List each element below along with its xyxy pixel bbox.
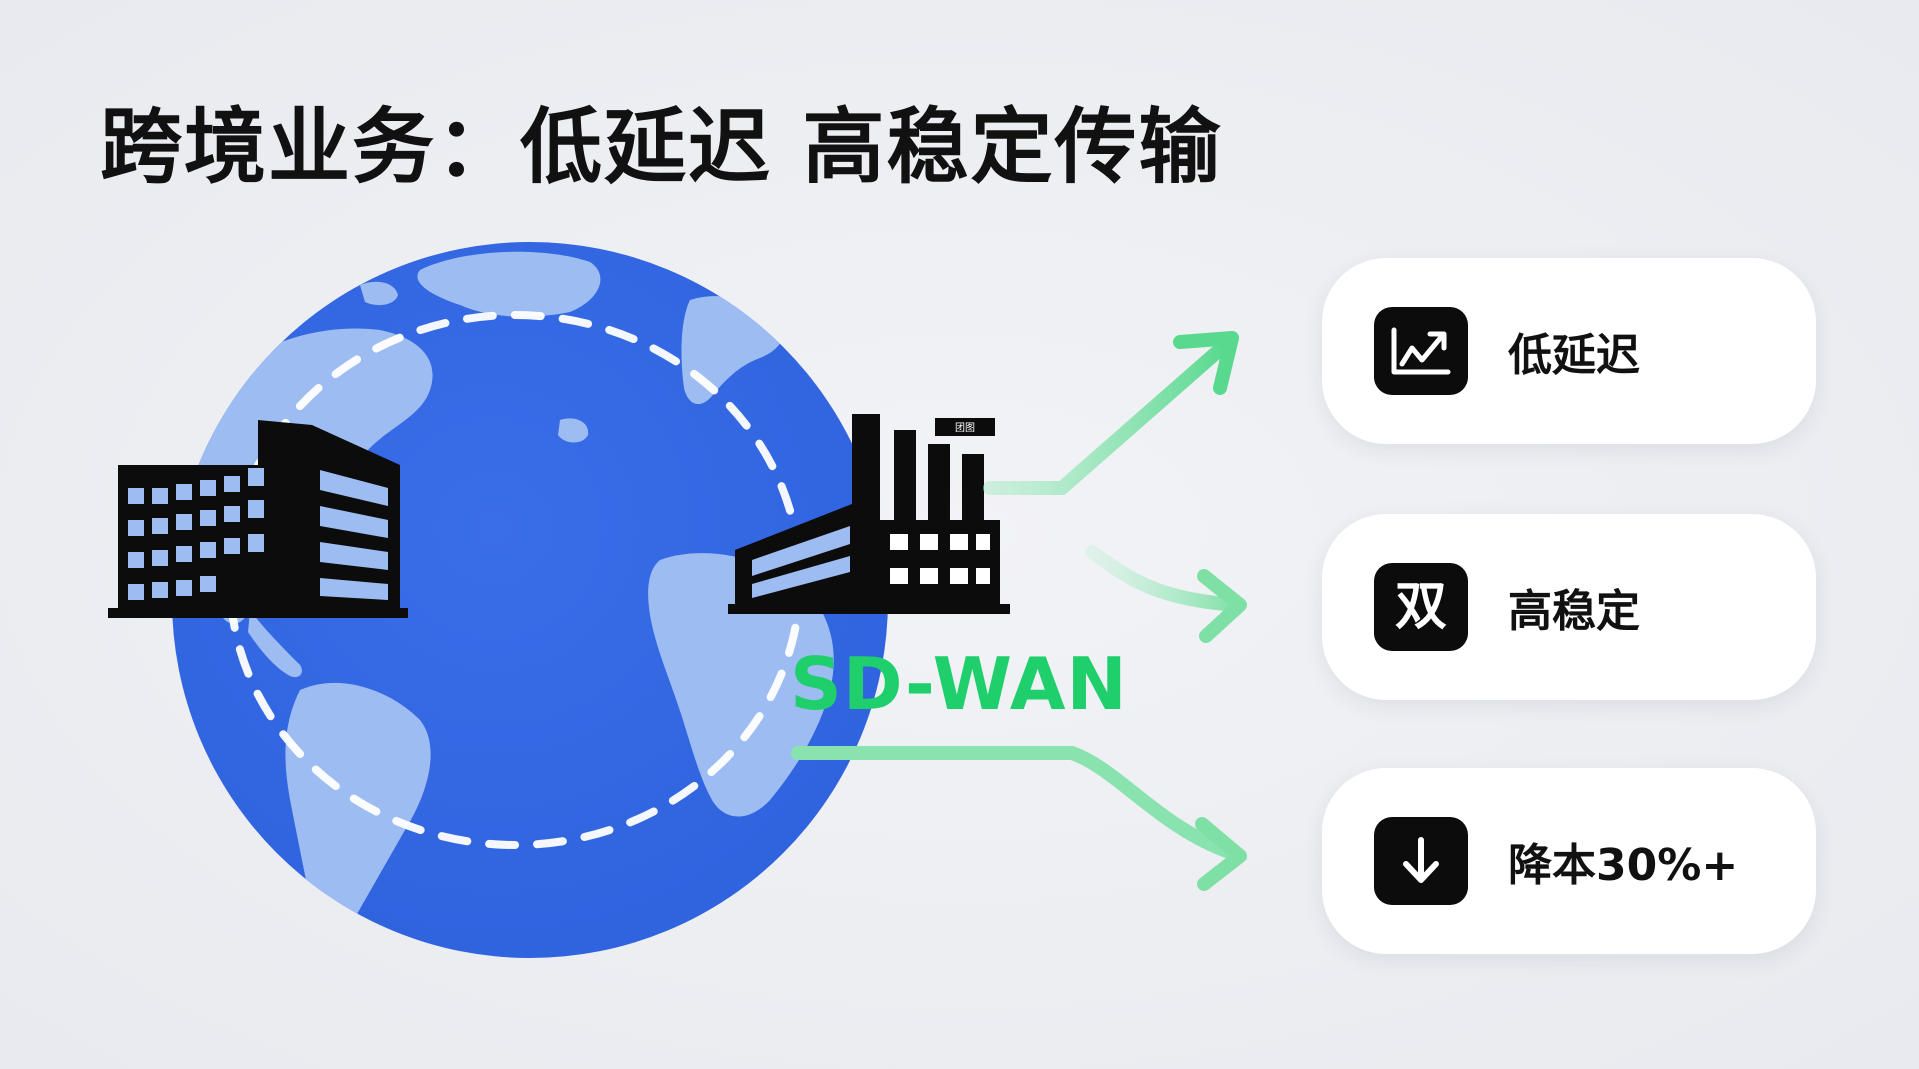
benefit-label: 高稳定 [1508,586,1640,637]
benefit-card-high-stability: 双 高稳定 [1322,514,1816,700]
globe-icon [172,242,888,958]
dual-link-glyph: 双 [1394,577,1447,637]
arrow-head-icon [1195,817,1247,891]
benefit-card-cost-reduction: 降本30%+ [1322,768,1816,954]
benefit-card-low-latency: 低延迟 [1322,258,1816,444]
factory-icon: 团图 [728,414,1010,614]
benefit-label: 低延迟 [1508,330,1640,381]
factory-sign-text: 团图 [955,422,975,434]
benefit-label: 降本30%+ [1508,840,1739,891]
page-title: 跨境业务：低延迟 高稳定传输 [100,100,1223,195]
arrow-down-icon [1374,817,1468,905]
office-building-icon [108,420,408,618]
arrow-to-cost-reduction [791,746,1245,862]
arrow-to-high-stability [1085,545,1245,612]
sdwan-label: SD-WAN [790,642,1128,726]
arrow-to-low-latency [983,338,1232,495]
arrow-head-icon [1197,569,1247,643]
trend-chart-icon [1374,307,1468,395]
arrow-head-icon [1173,331,1239,395]
benefit-arrows [791,331,1247,891]
dual-link-icon: 双 [1374,563,1468,651]
